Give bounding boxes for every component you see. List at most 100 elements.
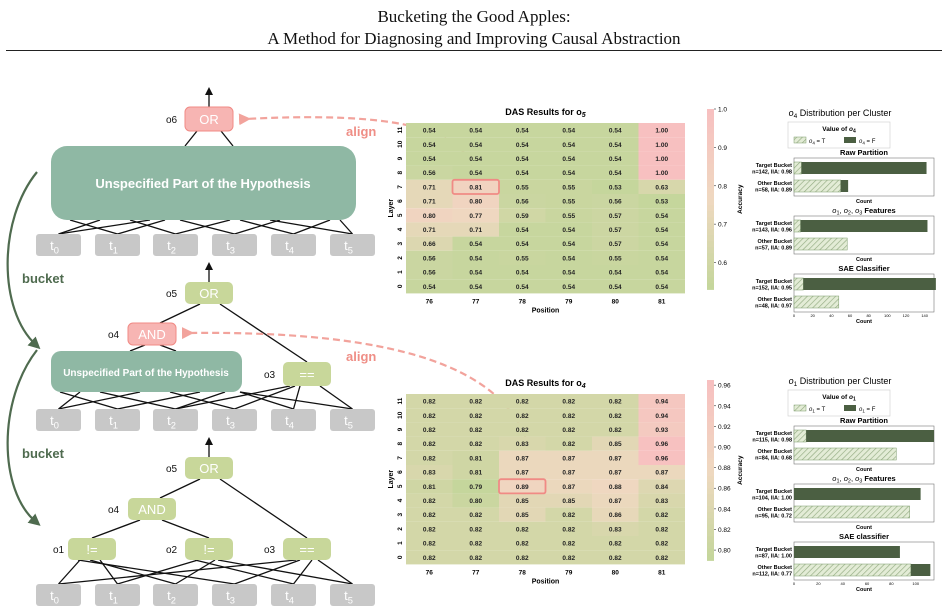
heatmap-cell-value: 0.54 — [423, 128, 436, 135]
colorbar-tick: 0.90 — [718, 445, 731, 452]
dist-xlabel: Count — [856, 319, 872, 325]
heatmap-cell — [499, 550, 546, 565]
dist-xlabel: Count — [856, 587, 872, 593]
heatmap-cell-value: 0.85 — [516, 512, 529, 519]
edge — [319, 385, 353, 410]
edge — [194, 559, 294, 585]
and-node-o4-bottom — [128, 498, 176, 520]
heatmap-cell-value: 0.81 — [469, 470, 482, 477]
heatmap-cell-value: 0.54 — [516, 156, 529, 163]
heatmap-cell-value: 0.89 — [516, 484, 529, 491]
heatmap-cell-value: 0.83 — [609, 526, 622, 533]
heatmap-cell-value: 1.00 — [655, 142, 668, 149]
dist-panel-title: o1, o2, o3 Features — [832, 474, 895, 485]
heatmap-cell — [592, 165, 639, 180]
token-t5 — [330, 234, 375, 256]
heatmap-cell — [545, 137, 592, 152]
heatmap-cell — [545, 179, 592, 194]
colorbar-segment — [707, 422, 714, 429]
heatmap-cell-value: 0.59 — [516, 213, 529, 220]
colorbar-tick: 0.94 — [718, 403, 731, 410]
or-node-o5-bottom — [185, 457, 233, 479]
token-t3 — [212, 584, 257, 606]
heatmap-cell — [545, 250, 592, 265]
heatmap-cell-value: 0.82 — [423, 441, 436, 448]
heatmap-cell-value: 0.71 — [423, 199, 436, 206]
colorbar-segment — [707, 548, 714, 555]
heatmap-cell — [638, 151, 685, 166]
heatmap-cell-value: 0.82 — [562, 512, 575, 519]
colorbar-tick: 0.7 — [718, 222, 727, 229]
heatmap-cell — [638, 465, 685, 480]
align-label-o4: align — [346, 349, 376, 364]
heatmap-xtick: 78 — [519, 569, 527, 576]
heatmap-cell — [452, 279, 499, 294]
heatmap-cell-value: 0.96 — [655, 455, 668, 462]
heatmap-cell — [592, 151, 639, 166]
heatmap-cell — [499, 265, 546, 280]
heatmap-cell-value: 0.96 — [655, 441, 668, 448]
dist-panel-title: Raw Partition — [840, 416, 888, 425]
dist-bar-label: Other Bucket — [757, 181, 792, 187]
heatmap-cell-value: 0.85 — [609, 441, 622, 448]
heatmap-cell-value: 0.54 — [655, 241, 668, 248]
heatmap-cell-value: 0.87 — [562, 484, 575, 491]
dist-xtick: 80 — [866, 313, 871, 318]
heatmap-cell — [406, 279, 453, 294]
edge — [234, 219, 281, 235]
heatmap-cell — [545, 422, 592, 437]
heatmap-cell-value: 0.54 — [516, 284, 529, 291]
heatmap-xlabel: Position — [532, 307, 560, 314]
heatmap-cell — [545, 208, 592, 223]
heatmap-cell-value: 1.00 — [655, 156, 668, 163]
heatmap-cell — [499, 222, 546, 237]
heatmap-ytick: 9 — [397, 427, 404, 431]
edge — [234, 385, 296, 410]
or-node-o6-label: OR — [199, 112, 219, 127]
heatmap-cell-value: 0.81 — [469, 184, 482, 191]
dist-xtick: 40 — [840, 581, 845, 586]
heatmap-ytick: 1 — [397, 541, 404, 545]
heatmap-cell-value: 0.82 — [609, 427, 622, 434]
heatmap-cell-value: 0.85 — [562, 498, 575, 505]
heatmap-cell-value: 0.54 — [655, 270, 668, 277]
token-t4-label: t4 — [285, 588, 294, 606]
heatmap-cell — [638, 165, 685, 180]
heatmap-cell — [545, 408, 592, 423]
dist-bar-label: Target Bucket — [756, 547, 792, 553]
token-t1 — [95, 584, 140, 606]
colorbar-segment — [707, 145, 714, 152]
heatmap-cell-value: 0.56 — [609, 199, 622, 206]
heatmap-cell — [638, 536, 685, 551]
colorbar-label: Accuracy — [737, 455, 744, 485]
heatmap-cell-value: 0.54 — [516, 241, 529, 248]
heatmap-ytick: 10 — [397, 140, 404, 148]
heatmap-cell — [638, 394, 685, 409]
colorbar-segment — [707, 253, 714, 260]
heatmap-cell — [545, 521, 592, 536]
heatmap-cell-value: 0.81 — [469, 455, 482, 462]
heatmap-cell-value: 0.53 — [655, 199, 668, 206]
heatmap-cell-value: 0.80 — [469, 199, 482, 206]
heatmap-xtick: 77 — [472, 569, 480, 576]
heatmap-cell — [452, 151, 499, 166]
dist-panel-title: SAE classifier — [839, 532, 889, 541]
colorbar-segment — [707, 235, 714, 242]
heatmap-ytick: 0 — [397, 555, 404, 559]
heatmap-cell-value: 0.54 — [562, 255, 575, 262]
colorbar-segment — [707, 398, 714, 405]
dist-bar-sublabel: n=58, IIA: 0.89 — [755, 188, 792, 194]
heatmap-cell — [452, 493, 499, 508]
bucket-label-top: bucket — [22, 271, 65, 286]
title-rule — [6, 50, 942, 51]
heatmap-cell-value: 0.54 — [609, 170, 622, 177]
heatmap-cell-value: 0.82 — [469, 512, 482, 519]
heatmap-cell — [406, 507, 453, 522]
heatmap-cell-value: 0.86 — [609, 512, 622, 519]
heatmap-cell — [638, 450, 685, 465]
edge — [217, 559, 353, 585]
diagram-edges — [58, 87, 353, 585]
dist-xtick: 60 — [848, 313, 853, 318]
heatmap-ytick: 5 — [397, 484, 404, 488]
